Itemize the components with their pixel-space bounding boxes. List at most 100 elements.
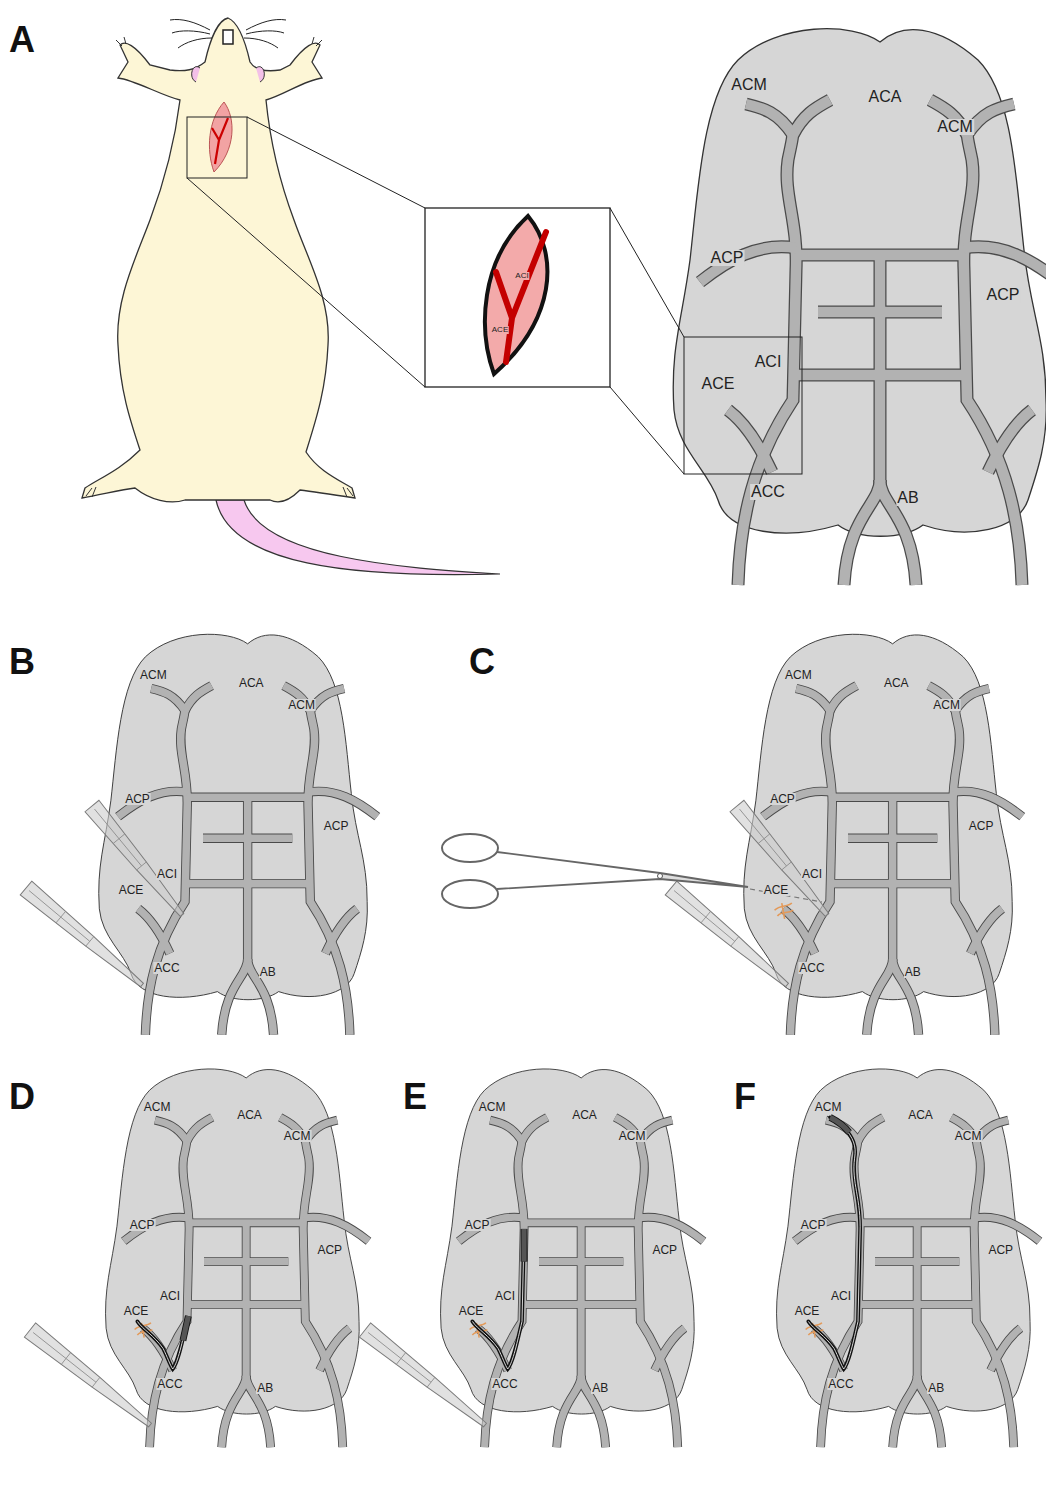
artery	[539, 1258, 623, 1265]
artery	[244, 797, 252, 960]
artery	[728, 410, 772, 472]
artery-label: ACP	[129, 1219, 156, 1231]
catheter	[472, 1229, 524, 1369]
artery-label: ACP	[769, 793, 796, 805]
brain-panel	[777, 1069, 1040, 1447]
vessel-outline	[187, 1117, 212, 1141]
artery-label: ACP	[316, 1244, 343, 1256]
artery-label: AB	[896, 490, 919, 506]
zoom-lines	[187, 117, 684, 474]
vessel-outline	[796, 688, 830, 710]
panel-letter: B	[9, 644, 35, 680]
vessel-outline	[308, 791, 377, 816]
vessel-clamp	[20, 881, 148, 992]
vessel-clamp	[24, 1323, 155, 1432]
artery	[638, 1139, 678, 1447]
artery-label: ACA	[236, 1109, 263, 1121]
artery	[914, 1223, 921, 1377]
artery	[795, 370, 965, 381]
artery-label: ACM	[139, 669, 168, 681]
artery-label: ACP	[987, 1244, 1014, 1256]
brain-outline	[99, 634, 368, 999]
vessel-outline	[150, 1139, 190, 1447]
artery	[655, 1328, 685, 1370]
artery-label: ACM	[287, 699, 316, 711]
artery-label: ACI	[494, 1290, 516, 1302]
vessel-outline	[243, 797, 252, 960]
artery-label: AB	[259, 966, 277, 978]
artery	[523, 1301, 639, 1308]
vessel-outline	[459, 1217, 524, 1241]
artery-label: ACA	[571, 1109, 598, 1121]
brain-panel	[441, 1069, 704, 1447]
vessel-outline	[893, 1376, 917, 1447]
vessel-outline	[818, 306, 942, 319]
artery-label: ACP	[651, 1244, 678, 1256]
vessel-outline	[638, 1139, 678, 1447]
vessel-outline	[867, 959, 893, 1035]
artery-label: ACA	[883, 677, 910, 689]
artery	[795, 1217, 860, 1241]
artery	[953, 709, 995, 1035]
vessel-outline	[738, 132, 796, 585]
artery	[222, 1376, 246, 1447]
zoom-box	[187, 117, 247, 178]
artery-label: ACM	[618, 1130, 647, 1142]
artery	[796, 688, 830, 710]
artery	[222, 959, 248, 1035]
vessel-outline	[953, 709, 995, 1035]
inset-label: ACI	[514, 272, 529, 280]
vessel-outline	[844, 480, 880, 585]
artery	[325, 909, 357, 954]
brain-panel	[673, 29, 1046, 585]
vessel-outline	[118, 791, 187, 816]
artery	[303, 1217, 368, 1241]
suture	[775, 903, 794, 919]
artery-label: ACM	[932, 699, 961, 711]
artery	[991, 1328, 1021, 1370]
artery-label: ACC	[156, 1378, 183, 1390]
artery	[204, 1258, 288, 1265]
artery	[138, 909, 170, 954]
artery-label: ACE	[118, 884, 145, 896]
vessel-outline	[155, 1120, 187, 1141]
artery-label: ACM	[784, 669, 813, 681]
vessel-outline	[204, 1257, 288, 1266]
vessel-outline	[953, 791, 1022, 816]
artery-label: ACE	[458, 1305, 485, 1317]
vessel-clamp	[85, 800, 189, 920]
vessel-outline	[859, 1300, 975, 1309]
vessel-outline	[964, 247, 1046, 282]
artery	[860, 1219, 974, 1226]
panel-letter: C	[469, 644, 495, 680]
vessel-outline	[638, 1217, 703, 1241]
artery-label: ACA	[907, 1109, 934, 1121]
artery	[970, 909, 1002, 954]
vessel-outline	[974, 1217, 1039, 1241]
artery	[320, 1328, 350, 1370]
artery	[988, 410, 1032, 472]
artery-label: AB	[591, 1382, 609, 1394]
vessel-outline	[832, 793, 953, 802]
artery-label: ACP	[800, 1219, 827, 1231]
artery-label: ACC	[491, 1378, 518, 1390]
artery	[875, 1258, 959, 1265]
artery	[203, 834, 292, 842]
artery-label: ACP	[710, 250, 745, 266]
artery-label: ACA	[238, 677, 265, 689]
artery	[967, 104, 1014, 135]
vessel-outline	[186, 879, 308, 888]
panel-letter: F	[734, 1079, 756, 1115]
artery	[185, 686, 212, 711]
vessel-outline	[860, 1218, 974, 1227]
artery	[186, 880, 308, 888]
artery-label: ACM	[936, 119, 974, 135]
vessel-outline	[795, 1217, 860, 1241]
artery	[858, 1117, 883, 1141]
artery	[638, 1217, 703, 1241]
vessel-clamp	[359, 1323, 490, 1432]
vessel-outline	[187, 793, 308, 802]
artery-label: ACC	[827, 1378, 854, 1390]
vessel-outline	[303, 1217, 368, 1241]
